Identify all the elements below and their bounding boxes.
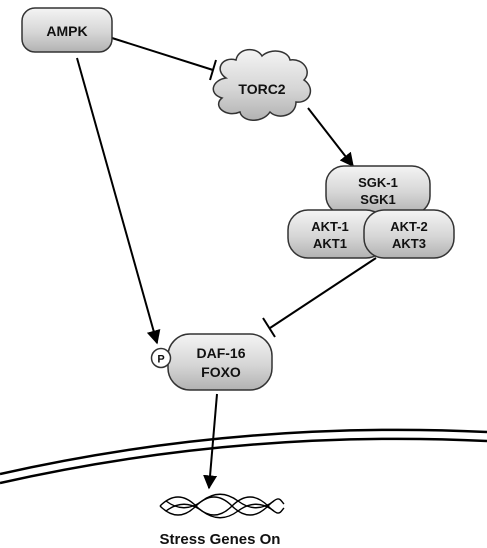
inhibition-bar-daf16 (262, 317, 276, 338)
phospho-badge (150, 347, 172, 369)
edge-daf16-activates-genes (203, 393, 218, 490)
edge-torc2-activates-sgk (307, 107, 354, 168)
node-akt1-line2: AKT1 (313, 236, 347, 251)
node-akt2-line1: AKT-2 (390, 219, 428, 234)
node-ampk: AMPK (21, 7, 113, 53)
node-daf16-line1: DAF-16 (196, 345, 245, 361)
node-torc2: TORC2 (212, 48, 312, 121)
node-sgk1-line1: SGK-1 (358, 175, 398, 190)
phospho-badge-label: P (157, 354, 164, 366)
node-akt2-line2: AKT3 (392, 236, 426, 251)
edges (76, 37, 377, 490)
edge-ampk-activates-daf16 (76, 57, 161, 345)
node-akt2: AKT-2 AKT3 (363, 209, 455, 259)
node-akt1-line1: AKT-1 (311, 219, 349, 234)
nuclear-membrane (0, 428, 487, 485)
node-torc2-label: TORC2 (238, 81, 285, 97)
edge-akt-inhibits-daf16 (269, 257, 377, 329)
node-daf16: DAF-16 FOXO P (150, 333, 273, 391)
edge-ampk-inhibits-torc2 (111, 37, 214, 71)
node-daf16-line2: FOXO (201, 364, 241, 380)
dna-helix-icon (159, 493, 285, 519)
node-ampk-label: AMPK (46, 23, 87, 39)
node-akt1: AKT-1 AKT1 (287, 209, 387, 259)
node-sgk1: SGK-1 SGK1 (325, 165, 431, 215)
caption-stress-genes-on: Stress Genes On (160, 531, 281, 548)
inhibition-bar-torc2 (209, 59, 217, 81)
node-sgk1-line2: SGK1 (360, 192, 395, 207)
